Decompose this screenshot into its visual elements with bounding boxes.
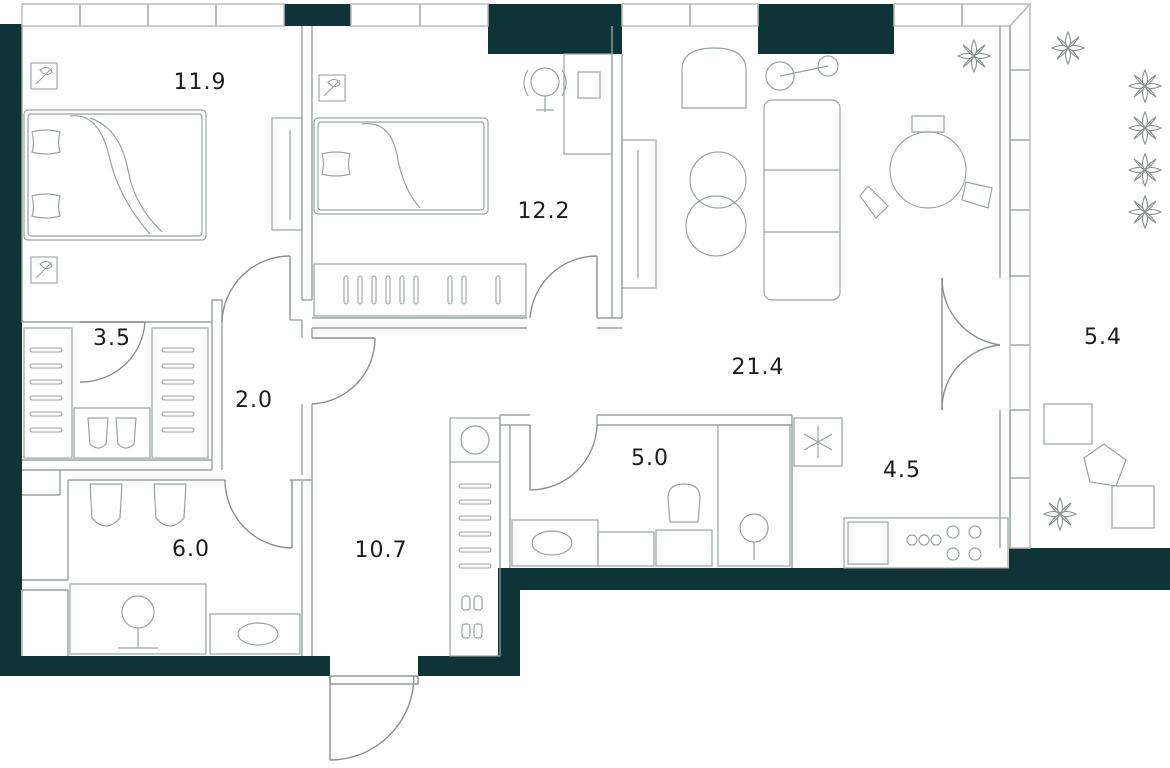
room-area-bathroom-1: 6.0	[172, 537, 210, 562]
bedroom-2-furniture	[313, 53, 657, 317]
kitchen-fixtures	[793, 417, 1009, 569]
room-area-living-room: 21.4	[732, 355, 785, 380]
room-area-hallway: 10.7	[355, 538, 408, 563]
room-area-balcony: 5.4	[1084, 325, 1122, 350]
bathroom-1-fixtures	[69, 483, 301, 655]
room-area-bathroom-2: 5.0	[631, 446, 669, 471]
room-area-kitchen: 4.5	[883, 458, 921, 483]
bedroom-1-furniture	[23, 62, 303, 284]
room-area-bedroom-1: 11.9	[174, 70, 227, 95]
living-room-furniture	[681, 39, 993, 301]
room-labels: 11.9 12.2 21.4 5.4 3.5 2.0 5.0 4.5 6.0 1…	[93, 70, 1122, 563]
room-area-corridor: 2.0	[235, 388, 273, 413]
hallway-furniture	[449, 417, 501, 657]
balcony-furniture	[1043, 31, 1162, 531]
wardrobe-furniture	[23, 327, 209, 459]
exterior-walls	[0, 4, 1170, 676]
doors	[79, 255, 1001, 761]
windows	[21, 2, 1032, 656]
room-area-wardrobe: 3.5	[93, 326, 131, 351]
bathroom-2-fixtures	[511, 424, 791, 567]
room-area-bedroom-2: 12.2	[518, 199, 571, 224]
interior-walls	[21, 26, 1011, 656]
